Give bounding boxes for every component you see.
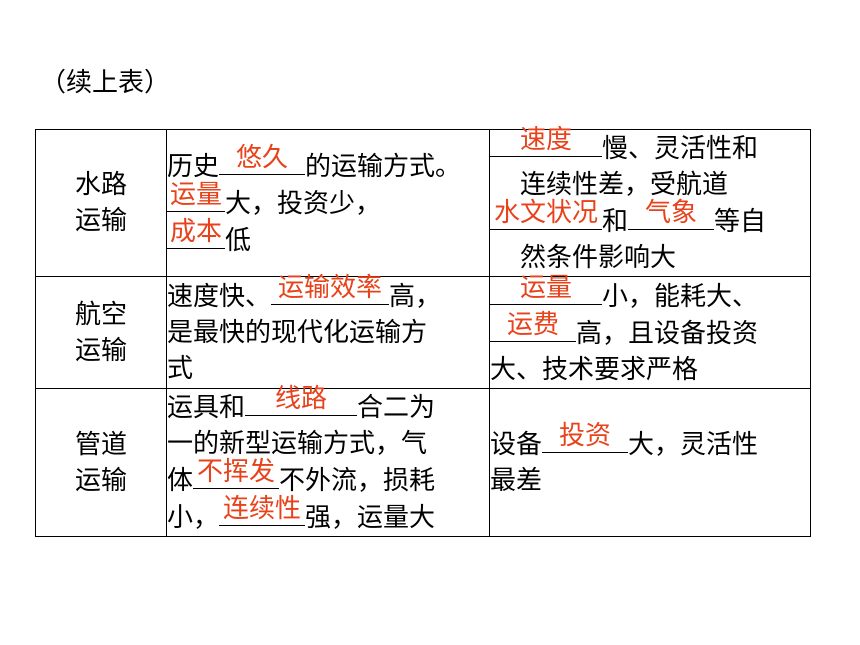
mode-label: 运输 [74, 206, 127, 236]
text: 低 [225, 225, 252, 256]
answer-text: 悠久 [236, 142, 289, 173]
text: 和 [602, 207, 629, 237]
answer-text: 线路 [275, 384, 328, 414]
text: 不外流，损耗 [279, 466, 436, 496]
text: 是最快的现代化运输方 [167, 318, 428, 348]
text: 的运输方式。 [305, 151, 462, 182]
text: 式 [167, 354, 194, 384]
table-caption: （续上表） [40, 68, 171, 98]
answer-blank: 不挥发 [193, 458, 280, 489]
answer-text: 运输效率 [278, 273, 383, 303]
text: 等自 [714, 207, 767, 237]
text: 运具和 [167, 393, 246, 423]
text: 小，能耗大、 [602, 281, 759, 312]
transport-comparison-table: 水路 运输 历史悠久的运输方式。 运量大，投资少， 成本低 速度慢、灵活性和 连… [35, 126, 811, 537]
features-cell-water: 历史悠久的运输方式。 运量大，投资少， 成本低 [166, 129, 490, 277]
limits-cell-water: 速度慢、灵活性和 连续性差，受航道 水文状况和气象等自 然条件影响大 [489, 126, 811, 277]
answer-blank: 成本 [167, 218, 225, 249]
limits-cell-pipeline: 设备投资大，灵活性 最差 [489, 388, 811, 537]
mode-label: 水路 [74, 170, 127, 200]
answer-text: 运费 [506, 309, 560, 340]
answer-text: 投资 [559, 421, 612, 451]
answer-blank: 线路 [245, 385, 358, 416]
mode-cell-water: 水路 运输 [35, 129, 167, 277]
text: 小， [167, 503, 220, 533]
text: 合二为 [357, 393, 436, 423]
text: 高，且设备投资 [576, 318, 759, 349]
answer-blank: 连续性 [219, 495, 306, 526]
answer-blank: 运量 [167, 181, 225, 212]
text: 最差 [490, 466, 543, 496]
answer-text: 不挥发 [197, 457, 276, 487]
answer-blank: 运费 [490, 311, 576, 342]
answer-blank: 运输效率 [271, 274, 390, 305]
text: 大、技术要求严格 [490, 354, 699, 385]
features-cell-pipeline: 运具和线路合二为 一的新型运输方式，气 体不挥发不外流，损耗 小，连续性强，运量… [166, 385, 490, 537]
table-row-pipeline: 管道 运输 运具和线路合二为 一的新型运输方式，气 体不挥发不外流，损耗 小，连… [35, 385, 811, 537]
mode-cell-air: 航空 运输 [35, 276, 167, 389]
answer-text: 水文状况 [493, 198, 599, 228]
answer-text: 连续性 [223, 494, 302, 524]
text: 大，投资少， [225, 188, 382, 219]
mode-label: 航空 [74, 299, 127, 330]
text: 一的新型运输方式，气 [167, 429, 428, 459]
mode-label: 管道 [74, 429, 127, 460]
answer-blank: 气象 [628, 199, 715, 230]
answer-text: 气象 [645, 198, 698, 228]
answer-blank: 投资 [542, 422, 629, 453]
table-row-water: 水路 运输 历史悠久的运输方式。 运量大，投资少， 成本低 速度慢、灵活性和 连… [35, 126, 811, 277]
answer-text: 运量 [169, 179, 223, 210]
text: 高， [389, 282, 442, 312]
text: 连续性差，受航道 [520, 170, 729, 200]
text: 设备 [490, 430, 543, 460]
answer-text: 成本 [169, 216, 223, 247]
answer-blank: 水文状况 [490, 199, 602, 230]
text: 大，灵活性 [628, 430, 759, 460]
table-row-air: 航空 运输 速度快、运输效率高， 是最快的现代化运输方 式 运量小，能耗大、 运… [35, 274, 811, 389]
text: 慢、灵活性和 [602, 134, 759, 164]
text: 体 [167, 466, 194, 496]
answer-blank: 速度 [490, 126, 602, 157]
mode-label: 运输 [74, 335, 127, 366]
text: 强，运量大 [305, 503, 436, 533]
mode-cell-pipeline: 管道 运输 [35, 388, 167, 537]
features-cell-air: 速度快、运输效率高， 是最快的现代化运输方 式 [166, 274, 490, 389]
limits-cell-air: 运量小，能耗大、 运费高，且设备投资 大、技术要求严格 [489, 274, 811, 389]
text: 速度快、 [167, 282, 272, 312]
answer-blank: 悠久 [219, 144, 306, 175]
answer-text: 速度 [519, 125, 573, 155]
text: 然条件影响大 [520, 243, 677, 273]
answer-blank: 运量 [490, 274, 602, 305]
answer-text: 运量 [519, 272, 573, 303]
text: 历史 [167, 151, 220, 182]
mode-label: 运输 [74, 465, 127, 496]
